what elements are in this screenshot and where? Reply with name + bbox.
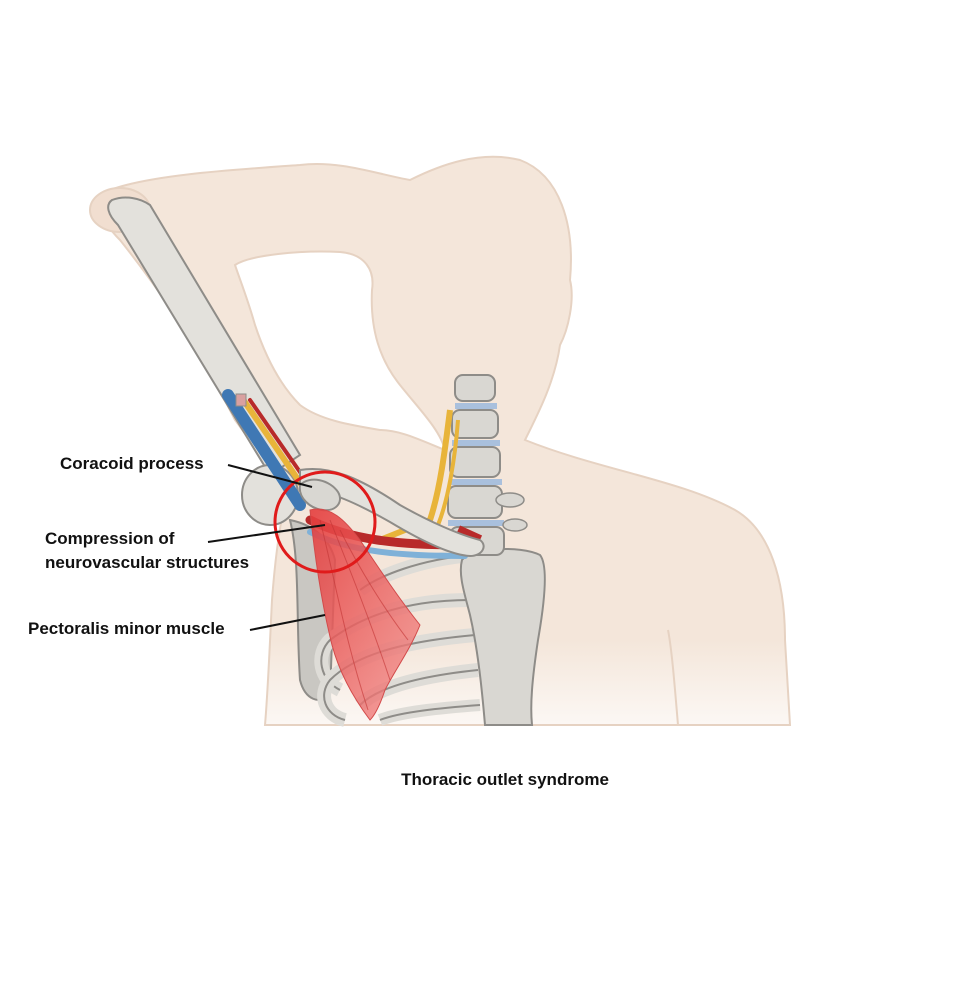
- label-compression: Compression of neurovascular structures: [45, 527, 249, 575]
- label-coracoid-process: Coracoid process: [60, 454, 204, 473]
- sternum-bone: [459, 547, 546, 726]
- leader-coracoid: [227, 464, 313, 488]
- figure-caption: Thoracic outlet syndrome: [401, 770, 609, 789]
- leader-compression: [207, 524, 326, 543]
- pectoralis-minor-muscle: [309, 508, 421, 721]
- leader-lines: [207, 464, 326, 631]
- leader-pectoralis: [249, 614, 326, 631]
- label-compression-line2: neurovascular structures: [45, 553, 250, 572]
- compression-highlight-circle: [273, 470, 377, 574]
- label-compression-line1: Compression of: [45, 529, 175, 548]
- brachial-plexus: [378, 409, 460, 543]
- label-pectoralis-minor: Pectoralis minor muscle: [28, 619, 225, 638]
- clavicle-bone: [299, 468, 485, 558]
